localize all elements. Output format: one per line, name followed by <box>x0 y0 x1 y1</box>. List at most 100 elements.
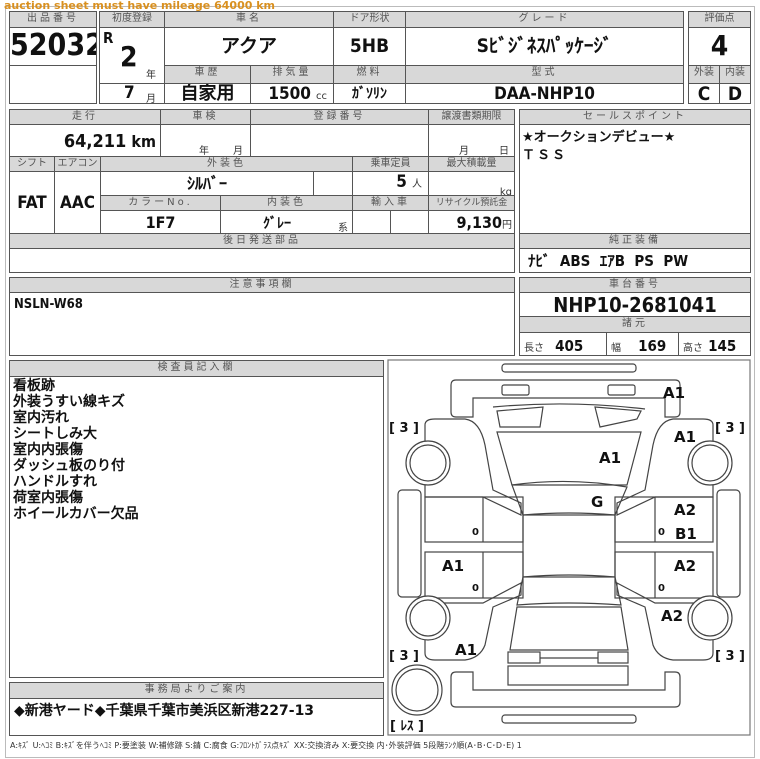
chassis-label: 車台番号 <box>519 277 751 293</box>
headlight-right <box>607 384 636 396</box>
color-no: 1F7 <box>100 210 221 234</box>
door-front-left <box>424 496 524 543</box>
car-name-label: 車名 <box>164 11 334 28</box>
tire-tread-fr: [ 3 ] <box>715 421 745 436</box>
inspector-notes: 看板跡 外装うすい線キズ 室内汚れ シートしみ大 室内内張傷 ダッシュ板のり付 … <box>9 376 384 678</box>
sales-point-line: ＴＳＳ <box>522 148 568 163</box>
grade: Sﾋﾞｼﾞﾈｽﾊﾟｯｹｰｼﾞ <box>405 27 684 66</box>
month-unit: 月 <box>146 94 156 104</box>
equipment: ﾅﾋﾞ ABS ｴｱB PS PW <box>519 248 751 273</box>
exterior-label: 外装 <box>688 65 720 84</box>
mileage: 64,211 <box>63 131 127 152</box>
damage-diagram: A1 A1 A1 G A2 B1 A1 A2 A2 A1 [ 3 ] [ 3 ]… <box>387 359 751 736</box>
damage-mark: A1 <box>674 428 696 446</box>
spare-tire-note: [ ﾚｽ ] <box>390 719 424 734</box>
load-label: 最大積載量 <box>428 156 515 172</box>
interior-color-label: 内装色 <box>220 195 353 211</box>
length: 405 <box>555 337 584 355</box>
mileage-cell: 64,211 km <box>9 124 161 157</box>
inspector-note: 看板跡 <box>13 378 55 394</box>
model-label: 型式 <box>405 65 684 84</box>
interior-color-cell: ｸﾞﾚｰ系 <box>220 210 353 234</box>
reg-no-label: 登録番号 <box>250 109 429 125</box>
year: 2 <box>120 40 138 73</box>
office-label: 事務局よりご案内 <box>9 682 384 699</box>
interior-color-suffix: 系 <box>338 223 348 234</box>
month: 7 <box>124 83 135 103</box>
inspector-note: 外装うすい線キズ <box>13 394 125 410</box>
chassis-no: NHP10-2681041 <box>519 292 751 317</box>
reg-no-cell <box>250 124 429 157</box>
year-unit: 年 <box>146 70 156 81</box>
fuel: ｶﾞｿﾘﾝ <box>333 83 406 104</box>
displacement: 1500 <box>268 84 311 104</box>
inspection-cell: 年月 <box>160 124 251 157</box>
transfer-day-unit: 日 <box>499 146 509 157</box>
capacity: 5 <box>396 172 407 192</box>
recycle-unit: 円 <box>502 220 512 231</box>
inspection-month-unit: 月 <box>233 146 243 157</box>
import-cell-2 <box>390 210 429 234</box>
mileage-unit: km <box>131 132 156 151</box>
car-name: アクア <box>164 27 334 66</box>
inspection-label: 車検 <box>160 109 251 125</box>
fender-rear-left <box>424 582 522 661</box>
length-label: 長さ <box>524 343 544 354</box>
transfer-cell: 月日 <box>428 124 515 157</box>
damage-mark: A2 <box>661 607 683 625</box>
door-front-right <box>614 496 714 543</box>
displacement-cell: 1500 cc <box>250 83 334 104</box>
inspector-note: 室内汚れ <box>13 410 69 426</box>
inspector-note: ホイールカバー欠品 <box>13 506 139 522</box>
later-parts-label: 後日発送部品 <box>9 233 515 249</box>
front-bumper-bar <box>501 363 637 373</box>
front-bumper <box>450 379 681 418</box>
color-label: 外装色 <box>100 156 353 172</box>
height: 145 <box>708 337 737 355</box>
damage-mark: A1 <box>455 641 477 659</box>
width-label: 幅 <box>611 343 621 354</box>
inspector-label: 検査員記入欄 <box>9 360 384 377</box>
rear-bumper-bar <box>501 714 637 724</box>
capacity-cell: 5 人 <box>352 171 429 196</box>
model: DAA-NHP10 <box>405 83 684 104</box>
damage-mark: G <box>591 493 603 511</box>
recycle-label: リサイクル預託金 <box>428 195 515 211</box>
score: 4 <box>688 27 751 66</box>
first-reg-month: 7 月 <box>99 83 165 104</box>
length-cell: 長さ 405 <box>519 332 607 356</box>
width: 169 <box>638 337 667 355</box>
fuel-label: 燃料 <box>333 65 406 84</box>
capacity-label: 乗車定員 <box>352 156 429 172</box>
tire-tread-rr: [ 3 ] <box>715 649 745 664</box>
ac-label: エアコン <box>54 156 101 172</box>
color-extra-cell <box>313 171 353 196</box>
damage-mark: A1 <box>599 449 621 467</box>
mileage-label: 走行 <box>9 109 161 125</box>
grade-label: グレード <box>405 11 684 28</box>
door-rear-right <box>614 551 714 599</box>
wheels <box>391 440 733 716</box>
notes: NSLN-W68 <box>9 292 515 356</box>
trunk <box>509 606 629 651</box>
damage-mark: A1 <box>442 557 464 575</box>
inspection-year-unit: 年 <box>199 146 209 157</box>
later-parts-cell <box>9 248 515 273</box>
height-label: 高さ <box>683 343 703 354</box>
rocker-right <box>716 489 741 598</box>
load-unit: kg <box>499 187 512 196</box>
import-label: 輸入車 <box>352 195 429 211</box>
front-glass-right <box>594 406 642 428</box>
shift-label: シフト <box>9 156 55 172</box>
import-cell-1 <box>352 210 391 234</box>
damage-mark: A2 <box>674 501 696 519</box>
front-glass-left <box>496 406 544 428</box>
sheet-frame <box>5 6 755 758</box>
rear-bumper <box>450 671 681 708</box>
capacity-unit: 人 <box>412 179 422 190</box>
door-rear-left <box>424 551 524 599</box>
diagram-border <box>387 359 751 736</box>
history-label: 車歴 <box>164 65 251 84</box>
sales-points: ★オークションデビュー★ ＴＳＳ <box>519 124 751 234</box>
banner-note: auction sheet must have mileage 64000 km <box>4 0 275 12</box>
